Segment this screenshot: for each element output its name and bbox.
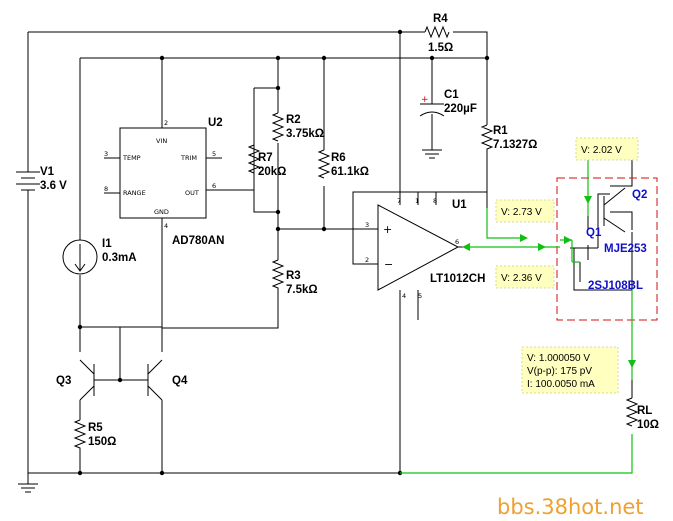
u2-part: AD780AN [172, 235, 224, 247]
u1-pin-7: 7 [397, 197, 401, 205]
r3-resistor[interactable] [271, 259, 285, 300]
rl-value: 10Ω [637, 419, 659, 431]
q1-ref: Q1 [586, 227, 602, 239]
r1-ref: R1 [493, 125, 508, 137]
u1-pin-4: 4 [402, 292, 406, 300]
u2-ref: U2 [208, 117, 223, 129]
svg-text:+: + [383, 223, 392, 236]
u2-pin-temp: TEMP [122, 154, 141, 162]
u1-opamp[interactable]: + − [370, 204, 470, 291]
i1-ref: I1 [102, 238, 112, 250]
u1-pin-1: 1 [415, 197, 419, 205]
svg-text:−: − [384, 258, 393, 271]
v1-value: 3.6 V [40, 180, 67, 192]
q2-ref: Q2 [632, 189, 647, 201]
v1-battery-symbol[interactable] [16, 171, 40, 196]
u2-pin-range: RANGE [123, 189, 146, 197]
r7-ref: R7 [258, 152, 273, 164]
probe-1-voltage: V: 2.02 V [581, 145, 622, 156]
probe-4-current: I: 100.0050 mA [527, 379, 595, 390]
r2-ref: R2 [286, 114, 301, 126]
u1-pin-8: 8 [433, 197, 437, 205]
u2-pin-trim: TRIM [180, 154, 197, 162]
r5-ref: R5 [88, 422, 103, 434]
q2-part: MJE253 [604, 243, 647, 255]
r6-resistor[interactable] [317, 149, 331, 179]
u2-pin-num-8: 8 [104, 185, 108, 193]
probe-2-voltage: V: 2.73 V [501, 207, 542, 218]
u1-ref: U1 [452, 199, 467, 211]
r1-value: 7.1327Ω [493, 139, 537, 151]
r3-ref: R3 [286, 270, 301, 282]
r2-resistor[interactable] [271, 112, 285, 142]
probe-box-2[interactable]: V: 2.73 V [495, 199, 555, 223]
wires [18, 31, 633, 493]
r4-value: 1.5Ω [428, 42, 453, 54]
u2-pin-num-2: 2 [164, 119, 168, 127]
u1-pin-3: 3 [365, 221, 369, 229]
rl-resistor[interactable] [625, 397, 639, 427]
u2-pin-num-6: 6 [212, 182, 216, 190]
r6-ref: R6 [331, 152, 346, 164]
u2-pin-num-3: 3 [104, 150, 108, 158]
probe-box-4[interactable]: V: 1.000050 V V(p-p): 175 pV I: 100.0050… [521, 346, 619, 394]
r7-resistor[interactable] [247, 144, 261, 174]
u1-part: LT1012CH [430, 273, 485, 285]
q1-part: 2SJ108BL [588, 280, 643, 292]
r4-resistor[interactable] [424, 25, 450, 39]
output-stage-highlight-box [556, 177, 658, 321]
r5-value: 150Ω [88, 436, 116, 448]
u2-pin-num-4: 4 [164, 222, 168, 230]
u1-pin-2: 2 [365, 256, 369, 264]
r1-resistor[interactable] [480, 124, 494, 192]
rl-ref: RL [637, 405, 652, 417]
probe-box-1[interactable]: V: 2.02 V [575, 137, 639, 161]
v1-ref: V1 [40, 166, 55, 178]
u1-pin-5: 5 [418, 292, 422, 300]
r3-value: 7.5kΩ [286, 284, 318, 296]
c1-ref: C1 [444, 89, 459, 101]
probe-4-voltage: V: 1.000050 V [527, 353, 590, 364]
probe-3-voltage: V: 2.36 V [501, 273, 542, 284]
c1-capacitor[interactable]: + [419, 95, 445, 117]
q3-ref: Q3 [56, 375, 71, 387]
i1-current-source[interactable] [62, 232, 98, 275]
u2-pin-num-5: 5 [212, 150, 216, 158]
u2-ic-body[interactable] [104, 127, 243, 219]
c1-value: 220µF [444, 103, 477, 115]
r4-ref: R4 [433, 13, 448, 25]
probe-box-3[interactable]: V: 2.36 V [495, 265, 555, 289]
probe-arrows [462, 196, 636, 368]
u2-pin-gnd: GND [154, 208, 169, 216]
i1-value: 0.3mA [102, 252, 137, 264]
r7-value: 20kΩ [258, 166, 286, 178]
watermark: bbs.38hot.net [497, 495, 644, 519]
r2-value: 3.75kΩ [286, 128, 324, 140]
u1-pin-6: 6 [455, 238, 459, 246]
probe-4-vpp: V(p-p): 175 pV [527, 366, 592, 377]
q4-ref: Q4 [172, 375, 188, 387]
svg-text:+: + [421, 95, 429, 105]
r5-resistor[interactable] [73, 419, 87, 452]
u2-pin-out: OUT [185, 189, 199, 197]
r6-value: 61.1kΩ [331, 166, 369, 178]
u2-pin-vin: VIN [156, 137, 167, 145]
